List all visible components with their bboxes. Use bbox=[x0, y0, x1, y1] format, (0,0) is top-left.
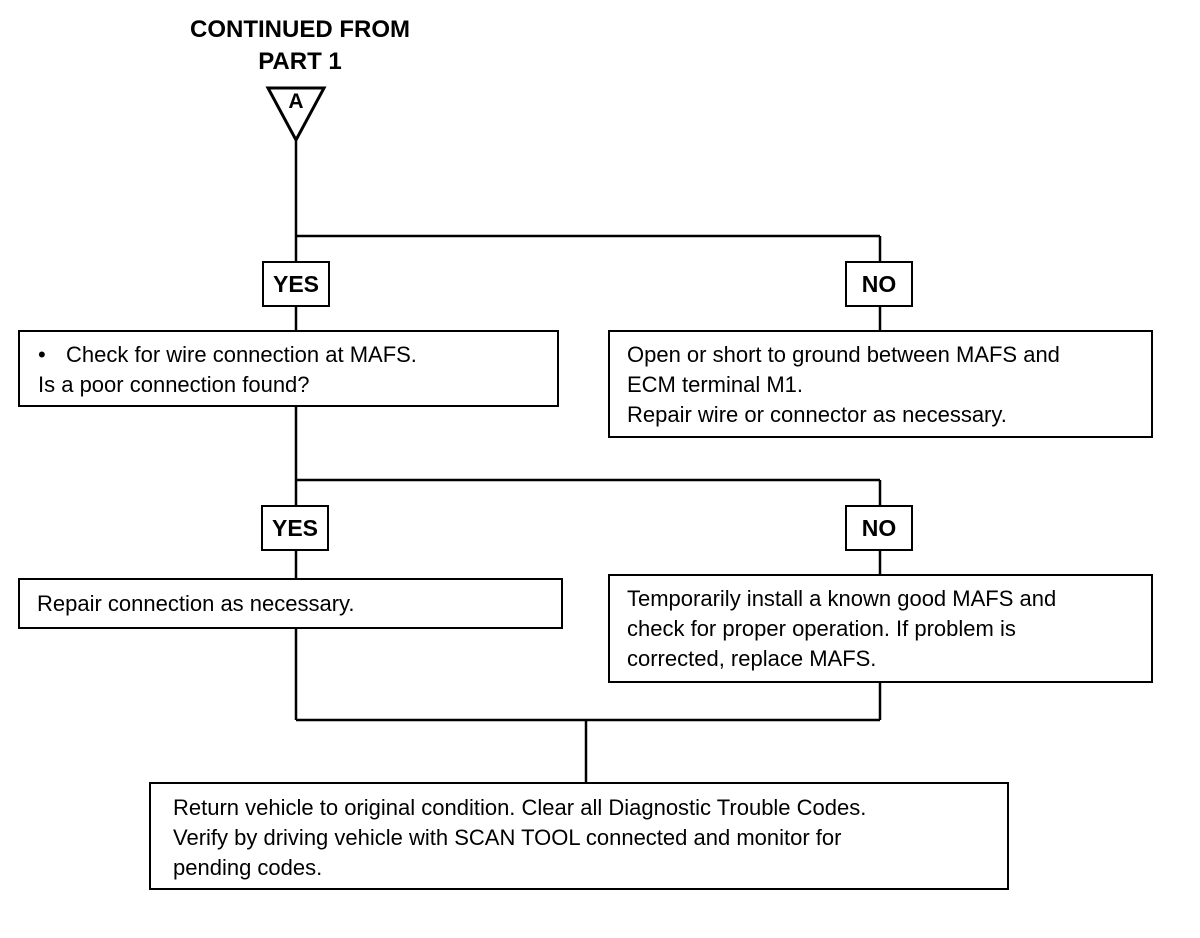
poor-connection-question: Is a poor connection found? bbox=[38, 372, 310, 397]
return-vehicle-box: Return vehicle to original condition. Cl… bbox=[149, 782, 1009, 890]
temporarily-install-box: Temporarily install a known good MAFS an… bbox=[608, 574, 1153, 683]
temp-install-line-3: corrected, replace MAFS. bbox=[627, 646, 877, 671]
temp-install-line-1: Temporarily install a known good MAFS an… bbox=[627, 586, 1057, 611]
continued-from-header: CONTINUED FROM PART 1 bbox=[160, 14, 440, 78]
check-wire-text: Check for wire connection at MAFS. bbox=[66, 342, 417, 367]
offpage-connector-label: A bbox=[288, 90, 304, 113]
no-label-1: NO bbox=[845, 261, 913, 307]
open-short-line-2: ECM terminal M1. bbox=[627, 372, 804, 397]
no-label-2: NO bbox=[845, 505, 913, 551]
open-short-line-3: Repair wire or connector as necessary. bbox=[627, 402, 1007, 427]
open-or-short-box: Open or short to ground between MAFS and… bbox=[608, 330, 1153, 438]
open-short-line-1: Open or short to ground between MAFS and bbox=[627, 342, 1060, 367]
check-wire-connection-box: • Check for wire connection at MAFS. Is … bbox=[18, 330, 559, 407]
offpage-connector-triangle bbox=[265, 86, 327, 144]
return-vehicle-line-1: Return vehicle to original condition. Cl… bbox=[173, 795, 867, 820]
yes-label-2: YES bbox=[261, 505, 329, 551]
header-line-2: PART 1 bbox=[258, 48, 342, 75]
yes-label-1: YES bbox=[262, 261, 330, 307]
repair-connection-box: Repair connection as necessary. bbox=[18, 578, 563, 629]
return-vehicle-line-2: Verify by driving vehicle with SCAN TOOL… bbox=[173, 825, 842, 850]
temp-install-line-2: check for proper operation. If problem i… bbox=[627, 616, 1016, 641]
return-vehicle-line-3: pending codes. bbox=[173, 855, 323, 880]
header-line-1: CONTINUED FROM bbox=[190, 16, 410, 43]
repair-connection-text: Repair connection as necessary. bbox=[37, 591, 355, 616]
bullet: • bbox=[38, 342, 46, 367]
